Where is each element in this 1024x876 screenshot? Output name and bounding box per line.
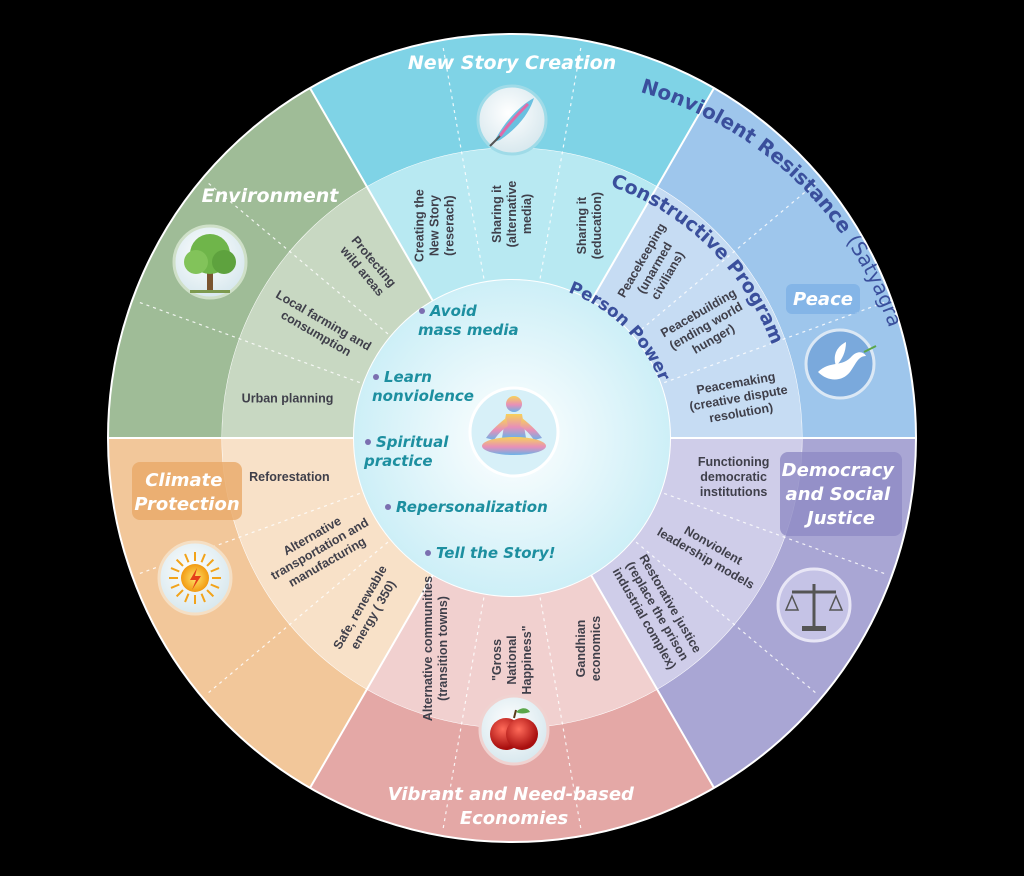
sub-item-line: Reforestation [249,470,330,484]
peace-title-bg [786,284,860,314]
core-item-line: Spiritual [376,433,449,451]
sub-item-line: institutions [700,485,767,499]
sub-item-climate-1: Reforestation [249,470,330,484]
sub-item-environment-1: Urban planning [242,391,334,405]
sub-divider [441,597,485,833]
core-bullet [419,308,425,314]
sun-ray [170,567,180,573]
title-environment: Environment [202,185,340,207]
core-item-4: Repersonalization [396,498,548,516]
sub-item-line: (alternative [505,181,519,248]
sub-item-line: media) [520,194,534,234]
sub-item-line: Functioning [698,455,770,469]
sub-divider [135,300,360,384]
meditating-person-icon [468,386,560,478]
dove-icon [804,328,877,400]
middle-sector-economies [367,574,657,728]
core-item-line: practice [363,452,433,470]
middle-sector-climate [222,438,433,690]
core-item-line: Learn [384,368,432,386]
title-peace: Peace [793,289,853,310]
core-bullet [365,439,371,445]
sun-icon [157,540,233,616]
title-climate: Climate Protection [134,470,239,515]
sun-ray [206,589,215,598]
sun-ray [210,567,220,573]
sun-ray [175,558,184,567]
sun-ray [175,589,184,598]
sun-ray [206,558,215,567]
sub-item-line: Sharing it [575,196,589,254]
sub-item-line: (education) [590,192,604,259]
sub-divider [635,180,819,335]
sub-item-line: Alternative communities [421,576,435,721]
core-item-line: Tell the Story! [436,544,556,562]
sector-divider [590,87,715,302]
sub-item-new-story-1: Creating theNew Story(reserach) [413,189,457,262]
sub-item-economies-3: Alternative communities(transition towns… [421,576,450,721]
sub-divider [205,541,389,696]
sector-divider [309,87,434,302]
apple-icon [478,694,550,766]
sub-divider [441,43,485,279]
sub-item-line: Gandhian [574,620,588,678]
sub-item-line: National [505,635,519,684]
sub-item-economies-1: Gandhianeconomics [574,616,603,681]
core-item-line: Repersonalization [396,498,548,516]
core-item-5: Tell the Story! [436,544,556,562]
sub-divider [539,43,583,279]
sub-item-line: Happiness" [520,625,534,694]
sub-item-line: economics [589,616,603,681]
sub-divider [664,300,889,384]
sun-ray [184,593,190,603]
tree-icon [172,224,248,300]
sun-ray [184,553,190,563]
democracy-title-bg [780,452,902,536]
sub-divider [205,180,389,335]
sub-item-line: (reserach) [443,195,457,255]
scales-icon [776,567,852,643]
middle-sector-democracy [591,438,802,690]
sub-divider [664,492,889,576]
sub-item-line: New Story [428,195,442,256]
middle-sector-environment [222,186,433,438]
sector-divider [309,574,434,789]
middle-sector-peace [591,186,802,438]
title-economies: Vibrant and Need-based Economies [388,784,640,829]
sun-ray [200,593,206,603]
sub-item-line: Sharing it [490,184,504,242]
sub-item-economies-2: "GrossNationalHappiness" [490,625,534,694]
sub-item-line: democratic [700,470,767,484]
sub-item-line: "Gross [490,639,504,681]
title-democracy: Democracy and Social Justice [782,460,901,529]
sub-item-new-story-3: Sharing it(education) [575,192,604,259]
sub-item-new-story-2: Sharing it(alternativemedia) [490,181,534,248]
core-item-line: nonviolence [372,387,474,405]
sub-item-line: (transition towns) [436,596,450,701]
core-bullet [385,504,391,510]
sub-divider [539,597,583,833]
climate-title-bg [132,462,242,520]
core-bullet [373,374,379,380]
quill-icon [476,84,548,156]
middle-sector-new-story [367,147,657,302]
sun-ray [170,583,180,589]
middle-sector-ring [222,147,802,728]
core-bullet [425,550,431,556]
core-item-line: Avoid [429,302,477,320]
sub-divider [635,541,819,696]
sun-ray [200,553,206,563]
title-new-story: New Story Creation [408,52,616,74]
sun-ray [210,583,220,589]
sub-item-line: Creating the [413,189,427,262]
core-item-line: mass media [418,321,519,339]
sector-divider [590,574,715,789]
sub-item-line: Urban planning [242,391,334,405]
